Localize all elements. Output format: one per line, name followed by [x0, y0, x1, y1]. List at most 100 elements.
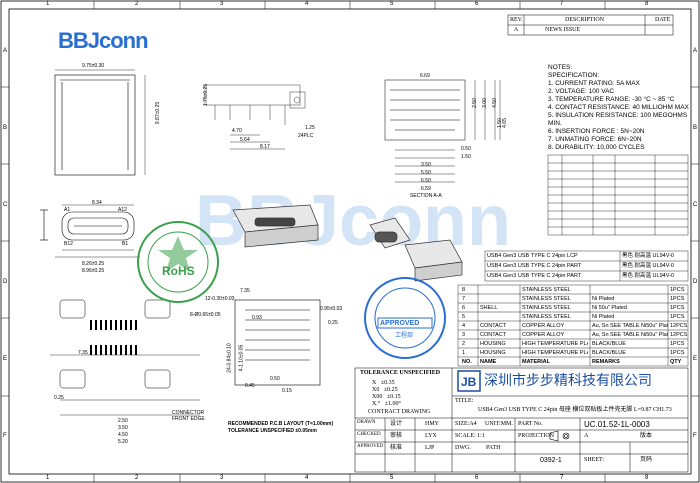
row-label-f: F [3, 433, 7, 439]
dim-pcb-k: 2.50 [118, 418, 128, 424]
dim-top-width: 9.75±0.30 [82, 63, 105, 69]
bom-table [457, 284, 689, 367]
dim-sec-1: 0.50 [461, 146, 471, 152]
side-view [204, 84, 306, 150]
col-label-4-bottom: 4 [305, 475, 309, 481]
dim-front-a1: A1 [64, 207, 71, 213]
note-item: 5. INSULATION RESISTANCE: 100 MEGOHMS MI… [548, 112, 688, 127]
row-label-f-right: F [693, 433, 697, 439]
usb-row-1-note: 黑色 耐高温 UL94V-0 [622, 253, 674, 259]
iso-view-back [404, 239, 463, 282]
bom-cell: COPPER ALLOY [522, 332, 565, 338]
version-label: 版本 [640, 433, 653, 439]
col-label-2-bottom: 2 [135, 475, 139, 481]
revision-table [507, 14, 674, 36]
bom-header: MATERIAL [522, 359, 551, 365]
checked-by: LYX [425, 433, 437, 439]
part-no-label: PART No. [518, 421, 543, 427]
col-label-7-bottom: 7 [560, 475, 564, 481]
col-label-7: 7 [560, 1, 564, 7]
usb-row-2-note: 黑色 耐高温 UL94V-0 [622, 263, 674, 269]
title-text: USB4 Gen3 USB TYPE C 24pin 母座 横位双贴板上件壳无脚… [478, 407, 672, 413]
title-block [354, 367, 689, 473]
dwg-label: DWG. [455, 445, 471, 451]
dim-pcb-l: 3.50 [118, 425, 128, 431]
dim-side-e: 1.25 [305, 125, 315, 131]
bom-cell: HOUSING [480, 350, 506, 356]
approved-label: APPROVED [380, 320, 420, 327]
section-label: SECTION A-A [410, 193, 442, 199]
bom-header: NO. [462, 359, 472, 365]
bom-cell: HIGH TEMPERATURE PLASTIC [522, 350, 588, 356]
col-label-8: 8 [645, 1, 649, 7]
bom-header: QTY [670, 359, 682, 365]
sheet-value: 页码 [640, 457, 653, 463]
tol-xdeg: X.° ±1.00° [372, 401, 401, 407]
approved-sub: 工程部 [395, 333, 414, 339]
dim-pcb-a: 12-0.30±0.03 [205, 296, 235, 302]
front-view [40, 204, 140, 258]
dim-side-d: 8.17 [260, 144, 270, 150]
rev-row-rev: A [514, 27, 519, 33]
usb-row-2: USB4 Gen3 USB TYPE C 24pin PART [487, 263, 582, 269]
row-label-d: D [3, 279, 8, 285]
dim-side-a: 1.75±0.25 [203, 83, 210, 107]
projection-symbol [549, 430, 570, 442]
dim-pcb-left: 7.35 [78, 350, 88, 356]
bom-cell: 1 [462, 350, 466, 356]
rohs-stamp [137, 221, 219, 303]
col-label-6-bottom: 6 [475, 475, 479, 481]
iso-view-top [232, 204, 319, 248]
rohs-label: RoHS [162, 264, 195, 278]
layout-title: RECOMMENDED P.C.B LAYOUT (T=1.00mm) [228, 421, 334, 427]
row-label-b-right: B [693, 125, 698, 131]
bom-cell: 3 [462, 332, 466, 338]
pcb-pads-b [90, 345, 137, 355]
rev-row-desc: NEWS ISSUE [545, 27, 581, 33]
bom-cell: COPPER ALLOY [522, 323, 565, 329]
row-label-e: E [3, 356, 8, 362]
bom-cell: 2 [462, 341, 466, 347]
note-item: 7. UNMATING FORCE: 6N~20N [548, 136, 642, 143]
usb-row-3-note: 黑色 耐高温 UL94V-0 [622, 273, 674, 279]
size-label: SIZE:A4 [455, 421, 477, 427]
dim-sec-3: 3.50 [421, 162, 431, 168]
drawn-label: DRAWN [357, 420, 376, 425]
dim-pcb-n: 5.20 [118, 439, 128, 445]
dim-pcb-j: 4-1.10±0.05 [238, 344, 245, 372]
dim-sec-top: 6.69 [420, 73, 430, 79]
bom-cell: Ni 50u" Plated [592, 305, 627, 311]
dim-side-b: 4.70 [232, 128, 242, 134]
row-label-c-right: C [693, 202, 698, 208]
drawn-cn: 设计 [390, 421, 403, 427]
company-logo-mark: JB [457, 370, 481, 392]
checked-label: CHECKED [357, 432, 381, 437]
dim-side-c: 5.64 [240, 137, 250, 143]
scale-label: SCALE: 1:1 [455, 433, 485, 439]
bom-header: REMARKS [592, 359, 620, 365]
dim-sec-right-1: 2.50 [471, 98, 478, 108]
dim-front-b12: B12 [64, 241, 73, 247]
usb-row-3: USB4 Gen3 USB TYPE C 24pin PART [487, 273, 582, 279]
note-item: 8. DURABILITY: 10,000 CYCLES [548, 144, 645, 151]
footprint-rect [234, 299, 321, 386]
rev-header-date: DATE [655, 17, 671, 23]
row-label-c: C [3, 202, 8, 208]
col-label-8-bottom: 8 [645, 475, 649, 481]
bom-cell: CONTACT [480, 332, 507, 338]
dim-pcb-c: 8-Ø0.65±0.05 [190, 312, 221, 318]
row-label-a-right: A [693, 48, 698, 54]
bom-cell: 1PCS [670, 296, 685, 302]
col-label-3-bottom: 3 [220, 475, 224, 481]
bom-cell: 12PCS [670, 323, 688, 329]
note-item: 4. CONTACT RESISTANCE: 40 MILLIOHM MAX [548, 104, 689, 111]
col-label-6: 6 [475, 1, 479, 7]
pcb-pads-a [90, 320, 137, 330]
bom-cell: 8 [462, 287, 466, 293]
bom-cell: 4 [462, 323, 466, 329]
bom-header: NAME [480, 359, 497, 365]
usb-row-1: USB4 Gen3 USB TYPE C 24pin LCP [487, 253, 578, 259]
dim-pcb-d: 0.25 [328, 320, 338, 326]
bom-cell: Ni Plated [592, 314, 615, 320]
dim-sec-6: 6.59 [421, 186, 431, 192]
